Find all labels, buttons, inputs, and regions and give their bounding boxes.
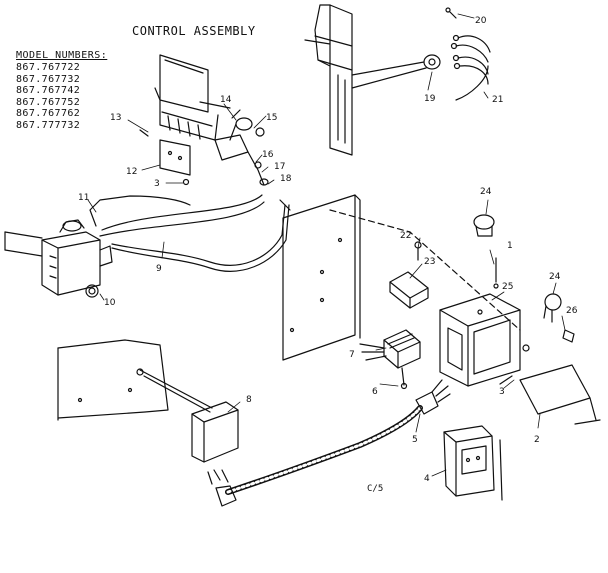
- callout-18: 18: [280, 174, 292, 184]
- callout-3-right: 3: [499, 387, 505, 397]
- limit-switch: [443, 425, 503, 501]
- callout-24-right: 24: [549, 272, 561, 282]
- model-number: 867.767732: [16, 73, 81, 85]
- model-number: 867.767742: [16, 85, 81, 96]
- callout-25: 25: [502, 282, 513, 292]
- connector-26: [562, 329, 575, 343]
- callout-19: 19: [424, 94, 436, 104]
- pilot-tubing: [89, 194, 291, 272]
- diagram-title: CONTROL ASSEMBLY: [132, 24, 256, 38]
- screw-22: [414, 241, 422, 261]
- callout-15: 15: [266, 113, 277, 123]
- callout-numbers: 1 2 3 3 4 5 6 7 8 9 10 11 12 13 14 15 16…: [78, 16, 578, 484]
- screw-20: [445, 7, 457, 19]
- junction-box-8: [191, 401, 239, 485]
- model-numbers-list: 867.767722 867.767732 867.767742 867.767…: [16, 62, 80, 131]
- callout-22: 22: [400, 231, 411, 241]
- flexible-conduit: [215, 379, 451, 507]
- callout-17: 17: [274, 162, 285, 172]
- pilot-assembly: [214, 109, 269, 186]
- callout-9: 9: [156, 264, 162, 274]
- model-number: 867.777732: [16, 119, 81, 131]
- left-side-panel: [57, 339, 169, 421]
- callout-24-top: 24: [480, 187, 492, 197]
- leader-lines: [87, 13, 566, 477]
- callout-20: 20: [475, 16, 487, 26]
- thermocouple-fitting: [351, 54, 441, 89]
- callout-10: 10: [104, 298, 116, 308]
- callout-16: 16: [262, 150, 274, 160]
- callout-2: 2: [534, 435, 540, 445]
- callout-13: 13: [110, 113, 121, 123]
- model-numbers-heading: MODEL NUMBERS:: [16, 50, 108, 61]
- transformer: [359, 329, 421, 390]
- callout-23: 23: [424, 257, 435, 267]
- callout-26: 26: [566, 306, 578, 316]
- model-number: 867.767752: [16, 96, 81, 108]
- burner-bracket: [154, 54, 231, 141]
- wire-bundle-21: [450, 34, 491, 101]
- model-number: 867.767722: [16, 62, 81, 73]
- callout-4: 4: [424, 474, 430, 484]
- bracket-23: [389, 271, 429, 309]
- switch-24-top: [473, 214, 495, 237]
- screws-3-top: [139, 129, 190, 186]
- callout-8: 8: [246, 395, 252, 405]
- callout-11: 11: [78, 193, 89, 203]
- model-number: 867.767762: [16, 108, 81, 119]
- screw-1: [493, 257, 499, 289]
- callout-21: 21: [492, 95, 503, 105]
- callout-1: 1: [507, 241, 513, 251]
- cover-plate-2: [519, 364, 601, 425]
- gas-valve: [4, 219, 113, 298]
- callout-5: 5: [412, 435, 418, 445]
- figure-code: C/5: [367, 484, 384, 494]
- sensor-rod: [136, 368, 213, 413]
- callout-7: 7: [349, 350, 355, 360]
- switch-24-right: [543, 293, 562, 323]
- callout-14: 14: [220, 95, 232, 105]
- plate-12: [159, 139, 191, 176]
- screw-3-right: [499, 344, 530, 385]
- callout-3-top: 3: [154, 179, 160, 189]
- control-box: [439, 293, 521, 387]
- callout-12: 12: [126, 167, 137, 177]
- callout-6: 6: [372, 387, 378, 397]
- center-back-panel: [282, 194, 361, 361]
- upper-bracket-panel: [304, 4, 353, 156]
- alignment-line: [329, 209, 521, 331]
